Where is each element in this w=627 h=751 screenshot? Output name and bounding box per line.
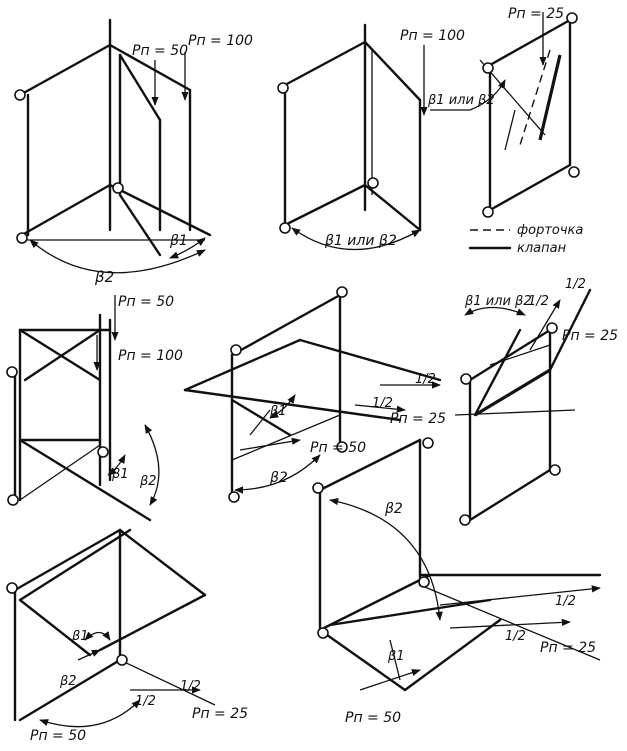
angle-beta2: β2 bbox=[139, 474, 157, 489]
hinge-icon bbox=[482, 62, 494, 74]
ratio-label: 1/2 bbox=[505, 629, 526, 644]
load-label-50: Pп = 50 bbox=[310, 440, 366, 456]
angle-beta1: β1 bbox=[169, 233, 188, 249]
hinge-icon bbox=[97, 446, 109, 458]
load-label-50: Pп = 50 bbox=[132, 43, 188, 59]
hinge-icon bbox=[459, 514, 471, 526]
angle-beta1-or-beta2: β1 или β2 bbox=[324, 233, 397, 249]
load-label-100: Pп = 100 bbox=[188, 33, 253, 49]
hinge-icon bbox=[14, 89, 26, 101]
hinge-icon bbox=[482, 206, 494, 218]
load-label-50: Pп = 50 bbox=[30, 728, 86, 744]
hinge-icon bbox=[230, 344, 242, 356]
angle-beta1: β1 bbox=[387, 649, 405, 664]
panel-vertical-casement-2: Pп = 100 β1 или β2 bbox=[277, 23, 465, 251]
hinge-icon bbox=[568, 166, 580, 178]
hinge-icon bbox=[460, 373, 472, 385]
panel-right-transom: β1 или β2 1/2 1/2 Pп = 25 bbox=[454, 277, 618, 526]
ratio-label: 1/2 bbox=[528, 294, 549, 309]
hinge-icon bbox=[112, 182, 124, 194]
legend-valve: клапан bbox=[517, 241, 567, 256]
hinge-icon bbox=[336, 441, 348, 453]
hinge-icon bbox=[418, 576, 430, 588]
hinge-icon bbox=[6, 582, 18, 594]
hinge-icon bbox=[312, 482, 324, 494]
ratio-label: 1/2 bbox=[135, 694, 156, 709]
angle-beta2: β2 bbox=[384, 501, 403, 517]
hinge-icon bbox=[317, 627, 329, 639]
panel-transom-valve: Pп = 25 β1 или β2 bbox=[427, 6, 580, 218]
panel-middle-left: Pп = 50 Pп = 100 β1 β2 bbox=[6, 294, 183, 522]
hinge-icon bbox=[546, 322, 558, 334]
panel-center-horizontal: 1/2 1/2 Pп = 25 Pп = 50 β1 β2 bbox=[183, 286, 446, 503]
angle-beta2: β2 bbox=[94, 268, 114, 286]
hinge-icon bbox=[277, 82, 289, 94]
hinge-icon bbox=[549, 464, 561, 476]
legend: форточка клапан bbox=[468, 223, 583, 256]
load-label-25: Pп = 25 bbox=[508, 6, 564, 22]
hinge-icon bbox=[367, 177, 379, 189]
load-label-100: Pп = 100 bbox=[400, 28, 465, 44]
ratio-label: 1/2 bbox=[372, 396, 393, 411]
load-label-25: Pп = 25 bbox=[540, 640, 596, 656]
ratio-label: 1/2 bbox=[565, 277, 586, 292]
hinge-icon bbox=[116, 654, 128, 666]
hinge-icon bbox=[422, 437, 434, 449]
hinge-icon bbox=[566, 12, 578, 24]
angle-beta1: β1 bbox=[269, 404, 287, 419]
load-label-25: Pп = 25 bbox=[562, 328, 618, 344]
ratio-label: 1/2 bbox=[415, 372, 436, 387]
load-label-100: Pп = 100 bbox=[118, 348, 183, 364]
hinge-icon bbox=[16, 232, 28, 244]
angle-beta1-or-beta2: β1 или β2 bbox=[427, 93, 495, 108]
load-label-25: Pп = 25 bbox=[192, 706, 248, 722]
panel-vertical-casement: Pп = 50 Pп = 100 β1 β2 bbox=[14, 18, 253, 286]
angle-beta1: β1 bbox=[71, 629, 89, 644]
angle-beta1-or-beta2: β1 или β2 bbox=[464, 294, 532, 309]
load-label-50: Pп = 50 bbox=[345, 710, 401, 726]
panel-bottom-left: β1 β2 1/2 1/2 Pп = 25 Pп = 50 bbox=[6, 528, 248, 744]
hinge-icon bbox=[279, 222, 291, 234]
hinge-icon bbox=[336, 286, 348, 298]
hinge-icon bbox=[7, 494, 19, 506]
ratio-label: 1/2 bbox=[555, 594, 576, 609]
legend-transom: форточка bbox=[517, 223, 583, 238]
panel-bottom-right: β2 β1 1/2 1/2 Pп = 25 Pп = 50 bbox=[312, 437, 602, 726]
ratio-label: 1/2 bbox=[180, 679, 201, 694]
angle-beta2: β2 bbox=[59, 674, 77, 689]
load-label-25: Pп = 25 bbox=[390, 411, 446, 427]
load-label-50: Pп = 50 bbox=[118, 294, 174, 310]
angle-beta2: β2 bbox=[269, 470, 288, 486]
angle-beta1: β1 bbox=[111, 467, 129, 482]
hinge-icon bbox=[6, 366, 18, 378]
hinge-icon bbox=[228, 491, 240, 503]
